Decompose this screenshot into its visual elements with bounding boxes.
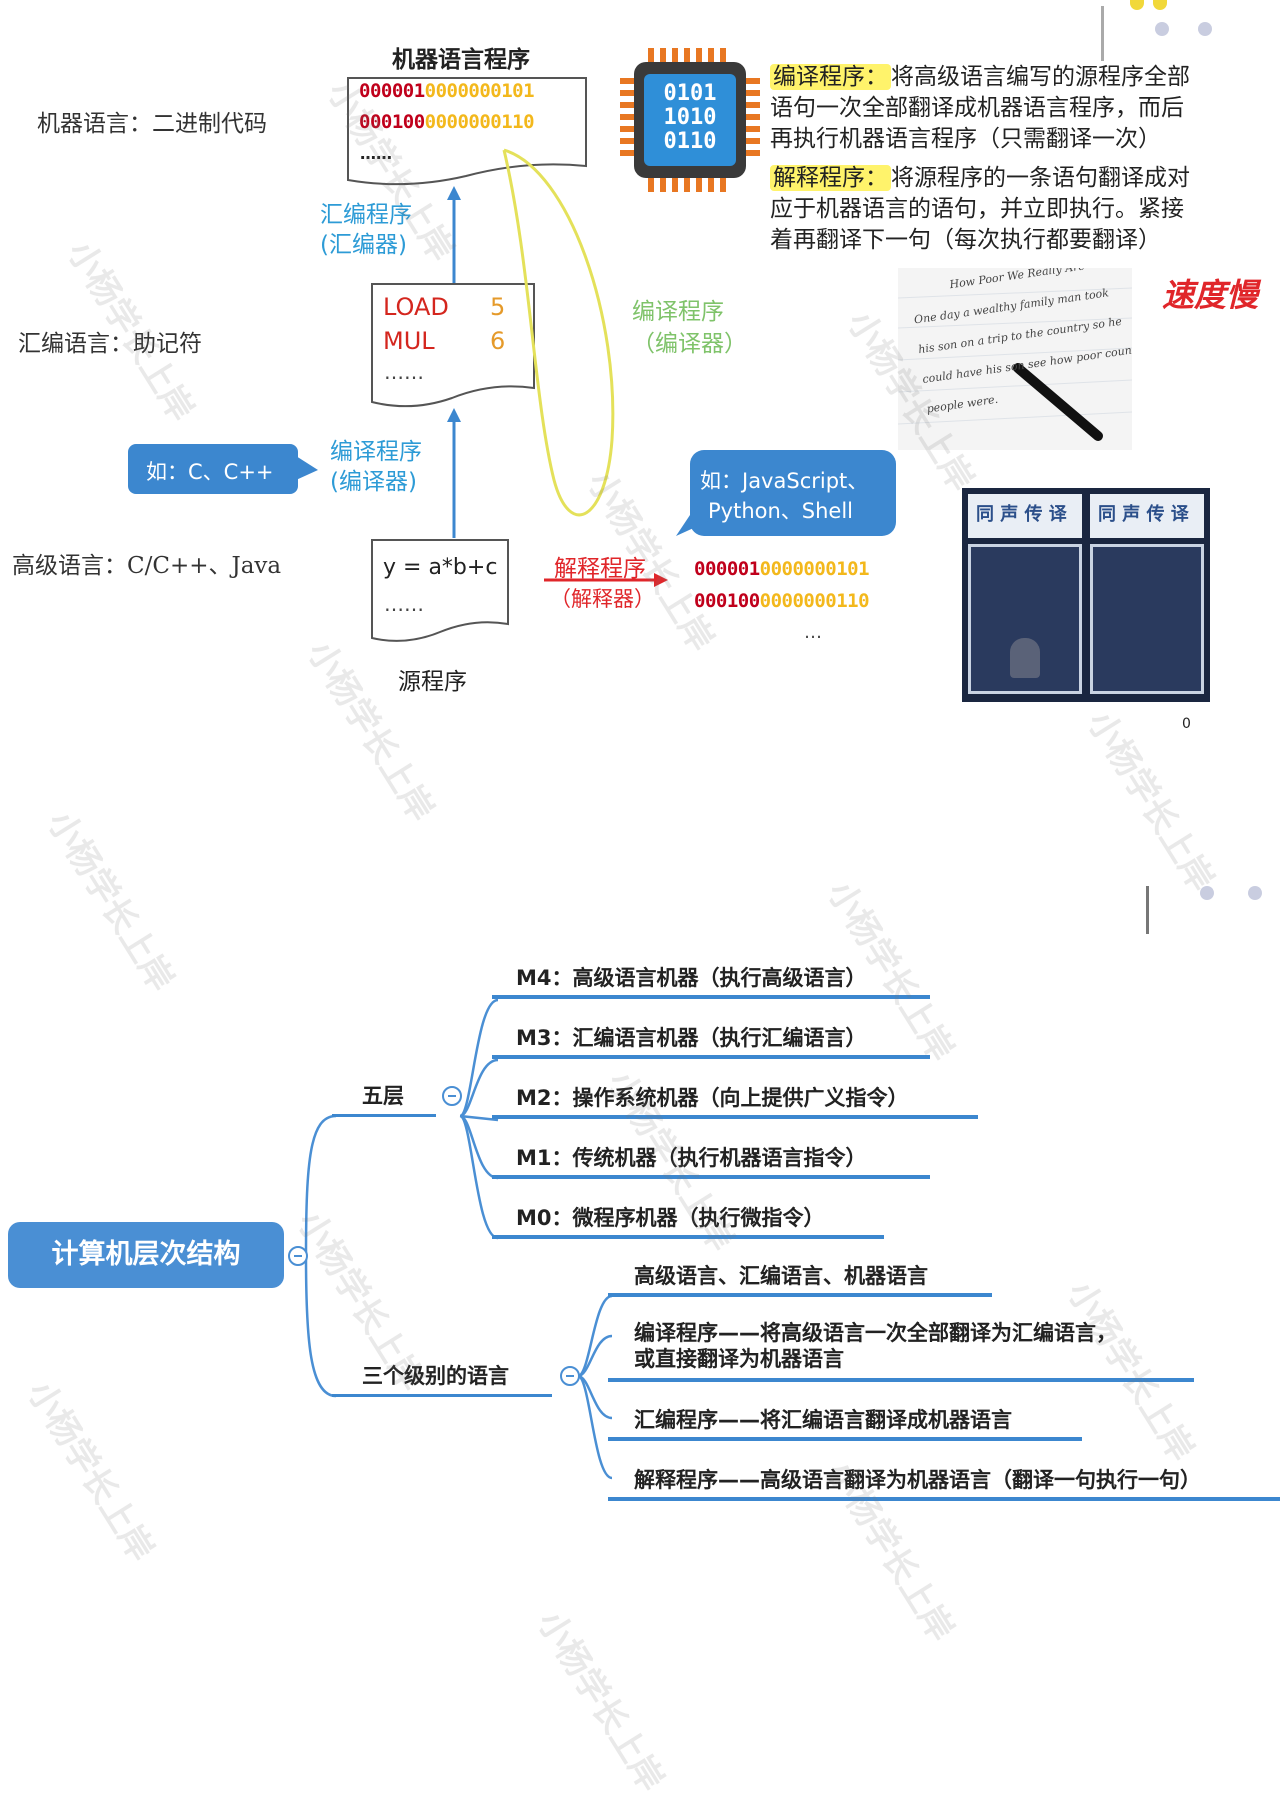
five-layers-label: 五层 (362, 1080, 404, 1110)
layer-m3: M3：汇编语言机器（执行汇编语言） (516, 1022, 867, 1052)
lang-item-4: 解释程序——高级语言翻译为机器语言（翻译一句执行一句） (634, 1464, 1201, 1494)
decor-dot-3 (1248, 886, 1262, 900)
lang-item-1-underline (608, 1293, 992, 1297)
interp-binary-line-2: 0001000000000110 (694, 590, 869, 612)
layer-m3-underline (492, 1055, 930, 1059)
interpretation-booth-photo: 同 声 传 译 同 声 传 译 (962, 488, 1210, 702)
interp-description-title: 解释程序： (770, 165, 891, 191)
chip-line-1: 0101 (644, 82, 736, 106)
compiler-label-blue: 编译程序 (编译器) (330, 437, 422, 497)
machine-binary-line-2: 0001000000000110 (359, 111, 534, 133)
chip-line-3: 0110 (644, 130, 736, 154)
compile-loop-curve (490, 140, 630, 540)
layer-m1-underline (492, 1175, 930, 1179)
source-code: y = a*b+c (383, 555, 497, 580)
interp-ellipsis: … (804, 622, 822, 643)
bubble-js: 如：JavaScript、 Python、Shell (700, 466, 868, 526)
decor-dot (1130, 0, 1144, 10)
compile-description: 编译程序：将高级语言编写的源程序全部 语句一次全部翻译成机器语言程序，而后 再执… (770, 62, 1270, 155)
watermark: 小杨学长上岸 (1078, 700, 1228, 899)
decor-dot (1153, 0, 1167, 10)
five-layers-underline (332, 1114, 436, 1117)
lang-item-4-underline (608, 1497, 1280, 1501)
root-collapse-button[interactable] (288, 1246, 308, 1266)
lang-item-3: 汇编程序——将汇编语言翻译成机器语言 (634, 1404, 1012, 1434)
layer-m4: M4：高级语言机器（执行高级语言） (516, 962, 867, 992)
assembly-language-label: 汇编语言：助记符 (18, 324, 202, 358)
interp-binary-line-1: 0000010000000101 (694, 558, 869, 580)
watermark: 小杨学长上岸 (298, 630, 448, 829)
source-label: 源程序 (398, 662, 467, 696)
lang-item-3-underline (608, 1437, 1082, 1441)
machine-binary-line-1: 0000010000000101 (359, 80, 534, 102)
layer-m2: M2：操作系统机器（向上提供广义指令） (516, 1082, 909, 1112)
three-levels-label: 三个级别的语言 (362, 1360, 509, 1390)
decor-bar-2 (1146, 886, 1149, 934)
interp-description: 解释程序：将源程序的一条语句翻译成对 应于机器语言的语句，并立即执行。紧接 着再… (770, 163, 1270, 256)
lang-item-2: 编译程序——将高级语言一次全部翻译为汇编语言， 或直接翻译为机器语言 (634, 1320, 1117, 1372)
three-levels-collapse-button[interactable] (560, 1366, 580, 1386)
handwriting-photo: How Poor We Really Are One day a wealthy… (898, 268, 1132, 450)
lang-item-1: 高级语言、汇编语言、机器语言 (634, 1260, 928, 1290)
assembly-ellipsis: …… (384, 360, 424, 384)
bubble-c: 如：C、C++ (146, 456, 274, 486)
source-ellipsis: …… (384, 592, 424, 616)
chip-line-2: 1010 (644, 106, 736, 130)
lang-item-2-underline (608, 1378, 1194, 1382)
five-layers-collapse-button[interactable] (442, 1086, 462, 1106)
decor-dot-2 (1200, 886, 1214, 900)
layer-m0: M0：微程序机器（执行微指令） (516, 1202, 825, 1232)
layer-m1: M1：传统机器（执行机器语言指令） (516, 1142, 867, 1172)
slow-label: 速度慢 (1162, 270, 1258, 316)
decor-dot (1155, 22, 1169, 36)
machine-program-title: 机器语言程序 (392, 40, 530, 74)
cpu-chip-icon: 0101 1010 0110 (620, 48, 760, 192)
compile-description-title: 编译程序： (770, 64, 891, 90)
compiler-label-green: 编译程序 （编译器） (632, 296, 747, 360)
watermark: 小杨学长上岸 (528, 1600, 678, 1799)
mindmap-root: 计算机层次结构 (8, 1222, 284, 1288)
assembler-label: 汇编程序 (汇编器) (320, 200, 412, 260)
layer-m0-underline (492, 1235, 884, 1239)
booth-sign-2: 同 声 传 译 (1098, 500, 1189, 526)
three-levels-underline (332, 1394, 552, 1397)
small-zero: 0 (1182, 716, 1191, 732)
decor-dot (1198, 22, 1212, 36)
high-level-language-label: 高级语言：C/C++、Java (12, 546, 281, 580)
machine-language-label: 机器语言：二进制代码 (37, 104, 267, 138)
interpreter-label: 解释程序 （解释器） (550, 554, 655, 614)
decor-bar (1101, 6, 1104, 61)
layer-m4-underline (492, 995, 930, 999)
booth-sign-1: 同 声 传 译 (976, 500, 1067, 526)
machine-ellipsis: …… (360, 144, 392, 163)
layer-m2-underline (492, 1115, 978, 1119)
